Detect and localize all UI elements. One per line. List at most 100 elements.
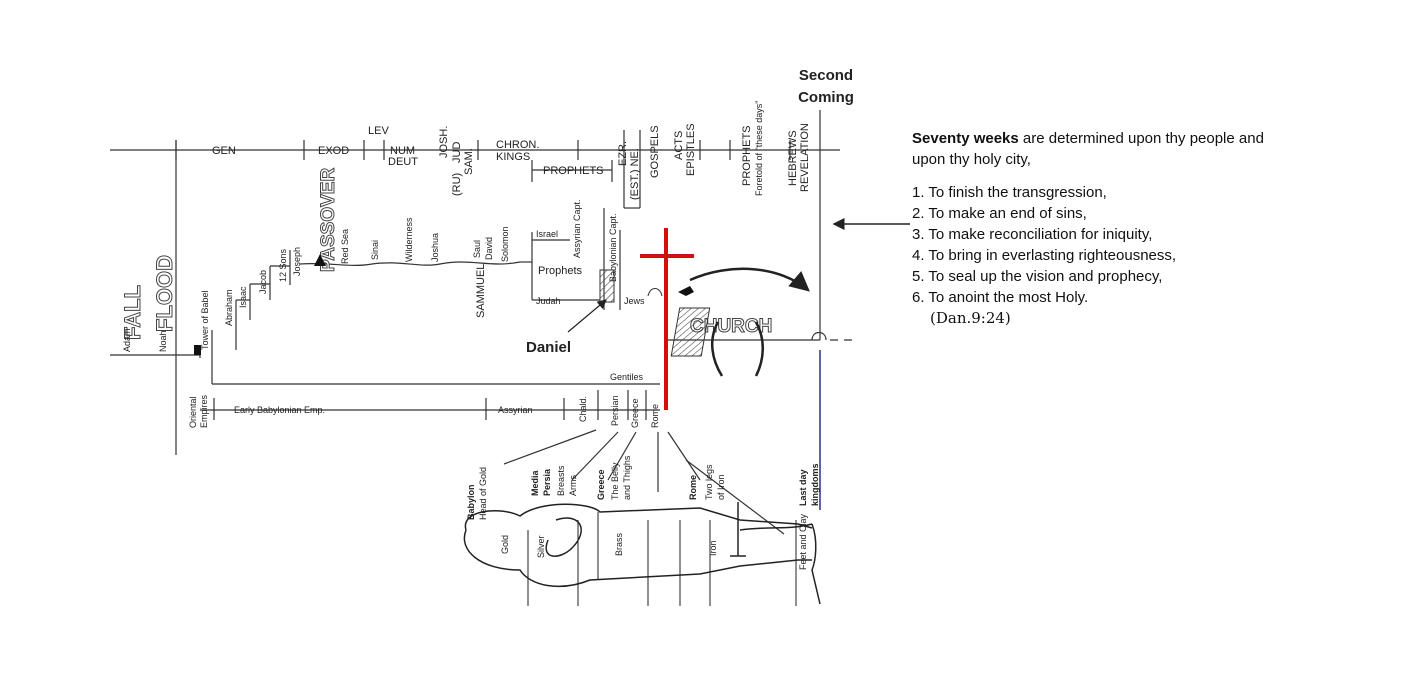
- passover-triangle: [314, 254, 326, 266]
- book-foretold-note: Foretold of "these days": [754, 101, 764, 196]
- era-joshua: Joshua: [430, 233, 440, 262]
- book-exod: EXOD: [318, 145, 349, 157]
- empire-greece: Greece: [630, 398, 640, 428]
- statue-iron: Iron: [708, 540, 718, 556]
- prophecy-reference: (Dan.9:24): [930, 309, 1011, 327]
- book-kings: KINGS: [496, 151, 530, 163]
- statue-feet: Feet and Clay: [798, 513, 808, 570]
- prophecy-item: 4. To bring in everlasting righteousness…: [912, 247, 1177, 264]
- statue-babylon-2: Head of Gold: [478, 467, 488, 520]
- statue-gold: Gold: [500, 535, 510, 554]
- era-israel: Israel: [536, 229, 558, 239]
- history-lines: [110, 110, 858, 455]
- book-epistles: EPISTLES: [685, 123, 697, 176]
- empire-early-babylonian: Early Babylonian Emp.: [234, 405, 325, 415]
- era-sammuel: SAMMUEL: [475, 264, 487, 318]
- book-revelation: REVELATION: [799, 123, 811, 192]
- statue-rome-2: Two legs: [704, 464, 714, 500]
- prophecy-item: 2. To make an end of sins,: [912, 205, 1087, 222]
- era-gentiles: Gentiles: [610, 372, 644, 382]
- statue-greece-2: The Belly: [610, 462, 620, 500]
- era-noah: Noah: [158, 330, 168, 352]
- era-abraham: Abraham: [224, 289, 234, 326]
- era-joseph: Joseph: [292, 247, 302, 276]
- era-sinai: Sinai: [370, 240, 380, 260]
- prophecy-list: 1. To finish the transgression, 2. To ma…: [912, 182, 1272, 308]
- empire-assyrian: Assyrian: [498, 405, 533, 415]
- book-sam: SAM.: [463, 148, 475, 175]
- tower-marker: [194, 345, 201, 355]
- second-coming-arc: [811, 331, 827, 341]
- statue-rome-1: Rome: [688, 475, 698, 500]
- book-est: (EST.) NE.: [629, 148, 641, 200]
- statue-media-1: Media: [530, 469, 540, 496]
- era-david: David: [484, 237, 494, 260]
- prophecy-item: 1. To finish the transgression,: [912, 184, 1107, 201]
- prophecy-item: 5. To seal up the vision and prophecy,: [912, 268, 1163, 285]
- era-jews: Jews: [624, 296, 645, 306]
- empire-persian: Persian: [610, 395, 620, 426]
- book-chron: CHRON.: [496, 139, 539, 151]
- era-tower: Tower of Babel: [200, 290, 210, 350]
- statue-media-2: Persia: [542, 468, 552, 496]
- arc-arrow: [689, 267, 810, 292]
- church-hatch: [670, 307, 711, 357]
- church-bracket-right: [754, 321, 764, 377]
- empire-oriental-1: Oriental: [188, 396, 198, 428]
- daniel-label: Daniel: [526, 339, 571, 356]
- prophecy-intro-rest: are determined upon thy people and upon …: [912, 130, 1264, 168]
- statue-figure: [463, 502, 821, 606]
- second-coming-line2: Coming: [798, 89, 854, 106]
- book-prophets-foretold: PROPHETS: [741, 125, 753, 186]
- era-flood: FLOOD: [152, 255, 177, 332]
- statue-rome-3: of Iron: [716, 474, 726, 500]
- book-jud: JUD: [451, 142, 463, 163]
- era-saul: Saul: [472, 240, 482, 258]
- prophecy-intro: Seventy weeks are determined upon thy pe…: [912, 128, 1272, 170]
- book-ru: (RU): [451, 173, 463, 196]
- era-isaac: Isaac: [238, 286, 248, 308]
- church-bracket-left: [710, 321, 724, 377]
- statue-greece-3: and Thighs: [622, 455, 632, 500]
- prophecy-text-block: Seventy weeks are determined upon thy pe…: [912, 128, 1272, 329]
- era-church: CHURCH: [690, 316, 772, 337]
- era-red-sea: Red Sea: [340, 229, 350, 264]
- book-hebrews: HEBREWS: [787, 130, 799, 186]
- statue-silver: Silver: [536, 535, 546, 558]
- statue-lastday-1: Last day: [798, 469, 808, 506]
- statue-babylon-1: Babylon: [466, 484, 476, 520]
- era-sons: 12 Sons: [278, 248, 288, 282]
- prophecy-item: 3. To make reconciliation for iniquity,: [912, 226, 1153, 243]
- era-babylonian-capt: Babylonian Capt.: [608, 213, 618, 282]
- book-acts: ACTS: [673, 131, 685, 160]
- empire-chald: Chald.: [578, 396, 588, 422]
- era-jacob: Jacob: [258, 270, 268, 294]
- statue-media-4: Arms: [568, 475, 578, 496]
- book-gospels: GOSPELS: [649, 125, 661, 178]
- book-ezr: EZR.: [617, 141, 629, 166]
- era-wilderness: Wilderness: [404, 217, 414, 262]
- statue-lastday-2: kingdoms: [810, 463, 820, 506]
- cross-icon: [640, 228, 694, 410]
- statue-brass: Brass: [614, 532, 624, 556]
- book-num: NUM: [390, 145, 415, 157]
- era-judah: Judah: [536, 296, 561, 306]
- jews-arc: [647, 288, 663, 297]
- era-passover: PASSOVER: [318, 168, 339, 272]
- statue-media-3: Breasts: [556, 465, 566, 496]
- era-adam: Adam: [122, 328, 132, 352]
- books-timeline: [110, 130, 840, 209]
- era-solomon: Solomon: [500, 226, 510, 262]
- book-gen: GEN: [212, 145, 236, 157]
- era-assyrian-capt: Assyrian Capt.: [572, 199, 582, 258]
- statue-greece-1: Greece: [596, 469, 606, 500]
- daniel-arrow: [567, 299, 607, 333]
- small-figure-icon: [678, 286, 694, 296]
- empire-rome: Rome: [650, 404, 660, 428]
- book-prophets: PROPHETS: [543, 165, 604, 177]
- statue-connectors: [503, 350, 821, 535]
- prophecy-item: 6. To anoint the most Holy.: [912, 289, 1089, 306]
- book-josh: JOSH.: [438, 126, 450, 158]
- book-lev: LEV: [368, 125, 389, 137]
